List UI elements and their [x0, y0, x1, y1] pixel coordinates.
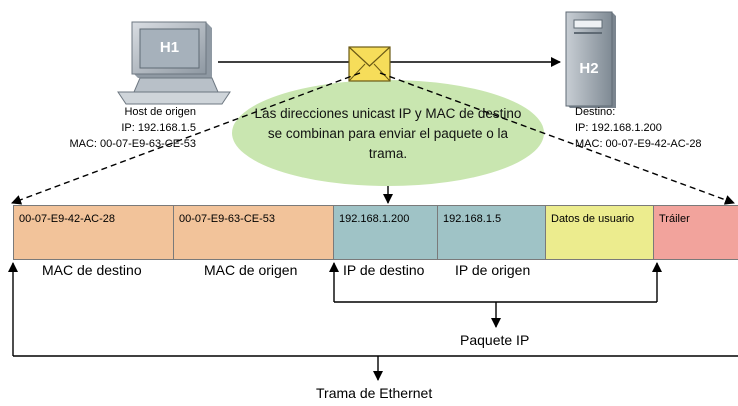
destination-server-icon: [565, 11, 616, 108]
dest-host-mac: MAC: 00-07-E9-42-AC-28: [575, 138, 702, 150]
frame-field-trailer: Tráiler: [653, 205, 738, 260]
callout-line-1: Las direcciones unicast IP y MAC de dest…: [254, 106, 522, 121]
frame-field-mac-src: 00-07-E9-63-CE-53: [173, 205, 334, 260]
callout-text: Las direcciones unicast IP y MAC de dest…: [230, 104, 546, 164]
frame-field-ip-dest: 192.168.1.200: [333, 205, 438, 260]
envelope-icon: [348, 46, 391, 82]
dashed-arrow-right: [379, 72, 735, 205]
dest-host-info: Destino: IP: 192.168.1.200 MAC: 00-07-E9…: [575, 104, 735, 152]
ip-packet-label: Paquete IP: [460, 332, 530, 348]
frame-field-ip-src: 192.168.1.5: [437, 205, 546, 260]
label-mac-dest: MAC de destino: [42, 262, 142, 278]
label-ip-src: IP de origen: [455, 262, 531, 278]
h2-screen-label: H2: [579, 60, 599, 77]
source-host-info: Host de origen IP: 192.168.1.5 MAC: 00-0…: [62, 104, 196, 152]
source-host-mac: MAC: 00-07-E9-63-CE-53: [69, 138, 196, 150]
label-mac-src: MAC de origen: [204, 262, 298, 278]
ethernet-frame-label: Trama de Ethernet: [316, 385, 433, 401]
dest-host-ip: IP: 192.168.1.200: [575, 122, 662, 134]
dest-host-caption: Destino:: [575, 106, 616, 118]
dashed-arrow-left: [11, 72, 361, 205]
h1-screen-label: H1: [159, 39, 180, 56]
callout-line-2: se combinan para enviar el paquete o la: [267, 126, 509, 141]
callout-bubble: [232, 80, 544, 186]
frame-field-mac-dest: 00-07-E9-42-AC-28: [13, 205, 174, 260]
source-host-ip: IP: 192.168.1.5: [121, 122, 196, 134]
frame-field-user-data: Datos de usuario: [545, 205, 654, 260]
callout-line-3: trama.: [368, 146, 408, 161]
source-host-caption: Host de origen: [124, 106, 196, 118]
source-computer-icon: [117, 21, 231, 105]
label-ip-dest: IP de destino: [343, 262, 425, 278]
